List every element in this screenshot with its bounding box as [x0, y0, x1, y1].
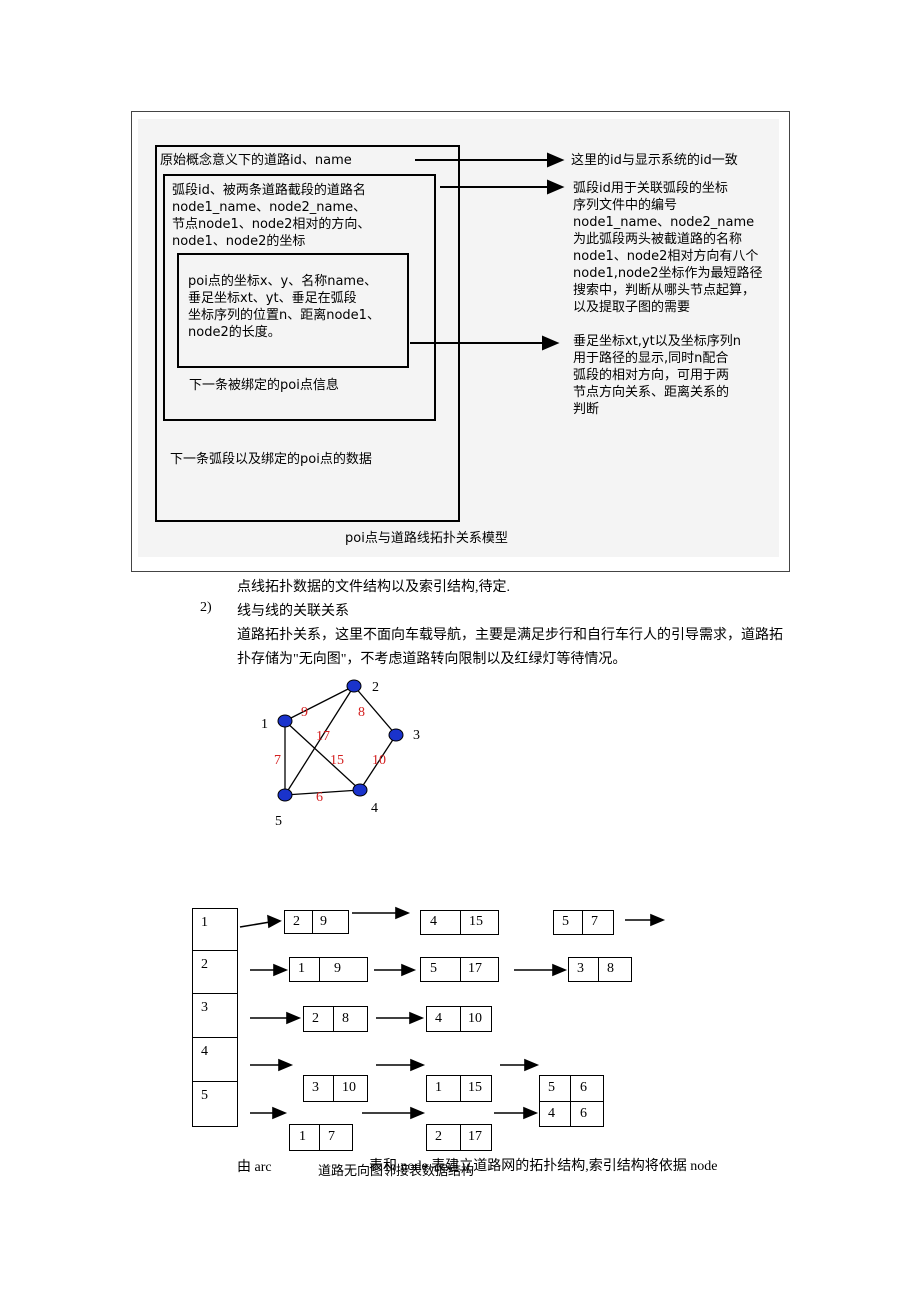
graph-node-3	[388, 728, 404, 742]
weight-5-4: 6	[316, 790, 323, 805]
node-label-1: 1	[261, 717, 268, 732]
graph-node-5	[277, 788, 293, 802]
list-node: 4 10	[426, 1006, 492, 1032]
model-caption: poi点与道路线拓扑关系模型	[345, 531, 508, 546]
list-node: 1 9	[289, 957, 368, 982]
weight-2-5: 17	[316, 729, 330, 744]
list-node: 5 17	[420, 957, 499, 982]
list-node: 5 6	[539, 1075, 604, 1102]
adjacency-caption: 道路无向图邻接表数据结构	[318, 1164, 475, 1179]
list-node: 1 15	[426, 1075, 492, 1102]
bottom-text-rest: 表和 node 表建立道路网的拓扑结构,索引结构将依据 node	[369, 1159, 718, 1174]
node-label-3: 3	[413, 728, 420, 743]
next-poi-label: 下一条被绑定的poi点信息	[189, 378, 339, 393]
head-cell: 5	[192, 1081, 238, 1127]
list-node: 2 9	[284, 910, 349, 934]
weight-2-3: 8	[358, 705, 365, 720]
note-id: 这里的id与显示系统的id一致	[571, 153, 738, 168]
list-node: 4 15	[420, 910, 499, 935]
bottom-text-start: 由 arc	[237, 1160, 272, 1175]
node-label-2: 2	[372, 680, 379, 695]
weight-1-2: 9	[301, 705, 308, 720]
poi-record-box	[177, 253, 409, 368]
weight-1-4: 15	[330, 753, 344, 768]
poi-record-text: poi点的坐标x、y、名称name、 垂足坐标xt、yt、垂足在弧段 坐标序列的…	[188, 274, 380, 340]
road-graph: 1 2 3 4 5 9 8 17 7 15 10 6	[261, 679, 420, 829]
list-node: 2 17	[426, 1124, 492, 1151]
list-node: 3 10	[303, 1075, 368, 1102]
note-foot: 垂足坐标xt,yt以及坐标序列n 用于路径的显示,同时n配合 弧段的相对方向，可…	[573, 334, 741, 417]
list-node: 3 8	[568, 957, 632, 982]
list-node: 2 8	[303, 1006, 368, 1032]
edge-5-4	[284, 789, 361, 796]
arrow-head	[547, 152, 565, 168]
weight-3-4: 10	[372, 753, 386, 768]
road-record-title: 原始概念意义下的道路id、name	[160, 153, 352, 168]
head-cell: 2	[192, 950, 238, 994]
list-node: 4 6	[539, 1101, 604, 1127]
next-arc-label: 下一条弧段以及绑定的poi点的数据	[170, 452, 372, 467]
weight-1-5: 7	[274, 753, 281, 768]
arc-record-box	[163, 174, 436, 421]
note-arc: 弧段id用于关联弧段的坐标 序列文件中的编号 node1_name、node2_…	[573, 181, 763, 315]
edge-2-5	[284, 685, 355, 796]
paragraph-road-topology: 道路拓扑关系，这里不面向车载导航，主要是满足步行和自行车行人的引导需求，道路拓扑…	[237, 628, 783, 667]
model-arrows	[410, 152, 565, 351]
edge-2-3	[353, 685, 397, 736]
graph-node-2	[346, 679, 362, 693]
node-label-5: 5	[275, 814, 282, 829]
road-record-box	[155, 145, 460, 522]
item-heading: 线与线的关联关系	[237, 604, 349, 619]
edge-3-4	[359, 734, 397, 791]
graph-node-4	[352, 783, 368, 797]
edge-1-2	[284, 685, 355, 722]
head-cell: 3	[192, 993, 238, 1038]
item-number: 2)	[200, 600, 212, 615]
list-node: 5 7	[553, 910, 614, 935]
adjacency-arrows	[239, 906, 666, 1120]
edge-1-4	[284, 720, 361, 791]
node-label-4: 4	[371, 801, 378, 816]
list-node: 1 7	[289, 1124, 353, 1151]
graph-node-1	[277, 714, 293, 728]
arc-record-text: 弧段id、被两条道路截段的道路名 node1_name、node2_name、 …	[172, 183, 371, 249]
paragraph-file-structure: 点线拓扑数据的文件结构以及索引结构,待定.	[237, 580, 510, 595]
